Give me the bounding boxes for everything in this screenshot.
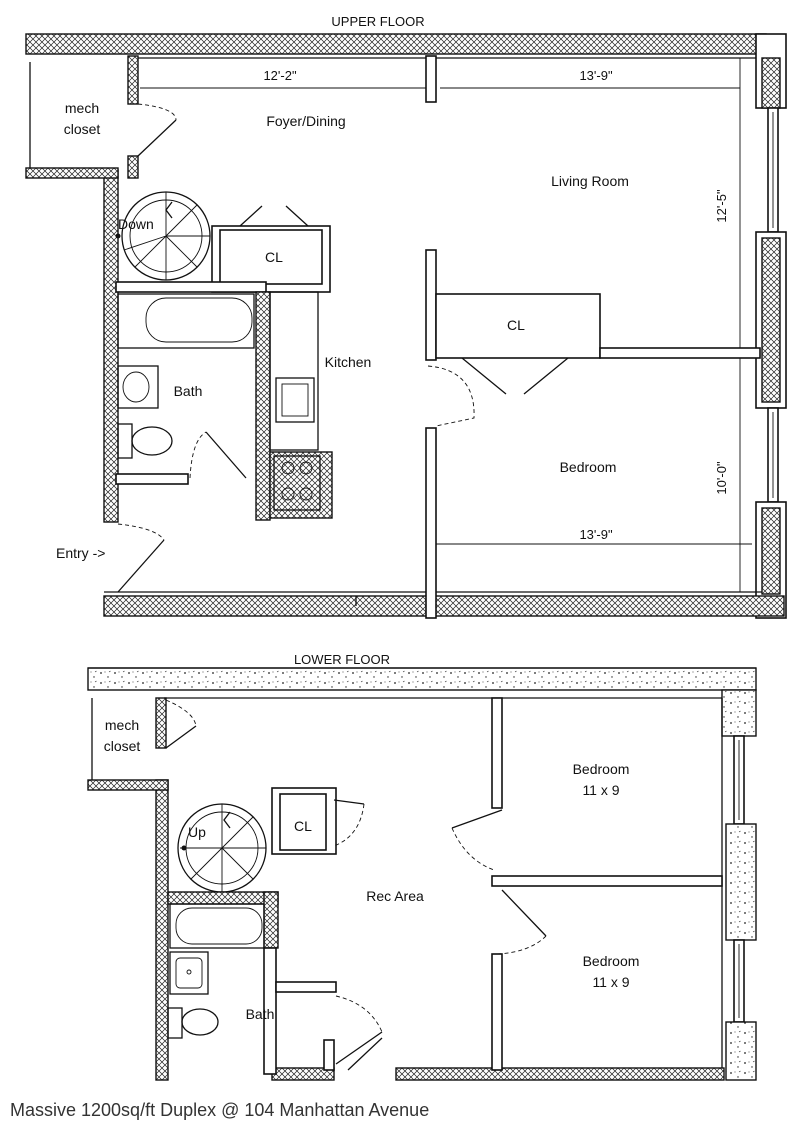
upper-closet-2 <box>435 293 601 359</box>
up-label: Up <box>188 824 206 840</box>
dim-bedroom-width: 13'-9" <box>579 527 613 542</box>
upper-floor: UPPER FLOOR <box>25 14 787 619</box>
lower-toilet <box>167 1007 219 1039</box>
lower-bedroom-1-size: 11 x 9 <box>582 782 619 798</box>
upper-mech-label: mech <box>65 100 99 116</box>
lower-bedroom-2-label: Bedroom <box>583 953 640 969</box>
kitchen-stove <box>273 455 321 511</box>
lower-spiral-stair <box>177 803 267 893</box>
lower-labels: mech closet CL Up Rec Area Bath Bedroom … <box>104 717 640 1022</box>
lower-bath-label: Bath <box>246 1006 275 1022</box>
upper-toilet <box>117 423 173 459</box>
upper-sink <box>117 365 159 409</box>
upper-spiral-stair <box>115 191 211 281</box>
dim-bedroom-depth: 10'-0" <box>714 461 729 495</box>
kitchen-label: Kitchen <box>325 354 372 370</box>
upper-bottom-wall <box>103 595 785 617</box>
lower-cl-label: CL <box>294 818 312 834</box>
lower-left-wall <box>155 779 169 1081</box>
down-label: Down <box>118 216 154 232</box>
kitchen-wall <box>255 291 271 521</box>
upper-floor-title: UPPER FLOOR <box>331 14 424 29</box>
entry-label: Entry -> <box>56 545 105 561</box>
lower-floor: LOWER FLOOR <box>87 652 757 1081</box>
lower-sink <box>169 951 209 995</box>
lower-bathtub <box>169 903 265 949</box>
living-room-label: Living Room <box>551 173 629 189</box>
upper-bathtub <box>117 293 255 349</box>
lower-mech-label: mech <box>105 717 139 733</box>
lower-bottom-wall <box>395 1067 725 1081</box>
lower-bedroom-2-size: 11 x 9 <box>592 974 629 990</box>
upper-cl-label-1: CL <box>265 249 283 265</box>
dim-living-width: 13'-9" <box>579 68 613 83</box>
dim-living-depth: 12'-5" <box>714 189 729 223</box>
upper-bath-label: Bath <box>174 383 203 399</box>
listing-caption: Massive 1200sq/ft Duplex @ 104 Manhattan… <box>10 1100 430 1120</box>
foyer-dining-label: Foyer/Dining <box>266 113 345 129</box>
upper-left-wall <box>103 169 119 523</box>
upper-labels: mech closet 12'-2" 13'-9" Foyer/Dining L… <box>56 68 729 561</box>
kitchen-sink <box>275 377 315 423</box>
rec-area-label: Rec Area <box>366 888 424 904</box>
lower-floor-title: LOWER FLOOR <box>294 652 390 667</box>
lower-top-wall <box>87 667 757 691</box>
upper-top-wall <box>25 33 767 55</box>
upper-bedroom-label: Bedroom <box>560 459 617 475</box>
dim-foyer-width: 12'-2" <box>263 68 297 83</box>
lower-bedroom-1-label: Bedroom <box>573 761 630 777</box>
upper-closet-label: closet <box>64 121 101 137</box>
lower-closet-label: closet <box>104 738 141 754</box>
upper-cl-label-2: CL <box>507 317 525 333</box>
